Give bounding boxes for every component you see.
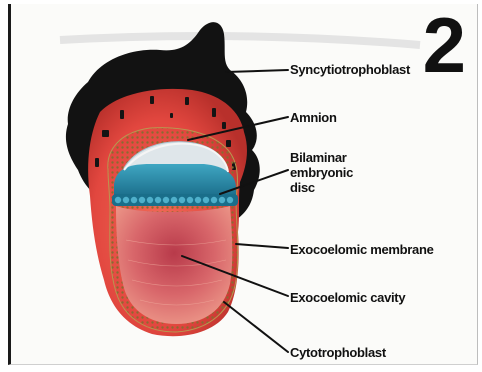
label-bilaminar-line3: disc (290, 180, 353, 195)
epiblast-layer (114, 164, 236, 196)
leader-cytotrophoblast (224, 302, 288, 352)
label-exocoelomic-membrane: Exocoelomic membrane (290, 242, 434, 257)
label-amnion: Amnion (290, 110, 337, 125)
label-cytotrophoblast: Cytotrophoblast (290, 345, 386, 360)
label-bilaminar-line1: Bilaminar (290, 150, 353, 165)
label-exocoelomic-cavity: Exocoelomic cavity (290, 290, 405, 305)
hypoblast-cells (115, 197, 233, 203)
label-bilaminar-line2: embryonic (290, 165, 353, 180)
background-ghost-lines (60, 36, 420, 45)
label-syncytiotrophoblast: Syncytiotrophoblast (290, 62, 410, 77)
label-bilaminar-embryonic-disc: Bilaminar embryonic disc (290, 150, 353, 195)
leader-syncytiotrophoblast (226, 70, 288, 72)
figure-number: 2 (423, 6, 464, 84)
leader-exocoelomic-membrane (236, 244, 288, 248)
